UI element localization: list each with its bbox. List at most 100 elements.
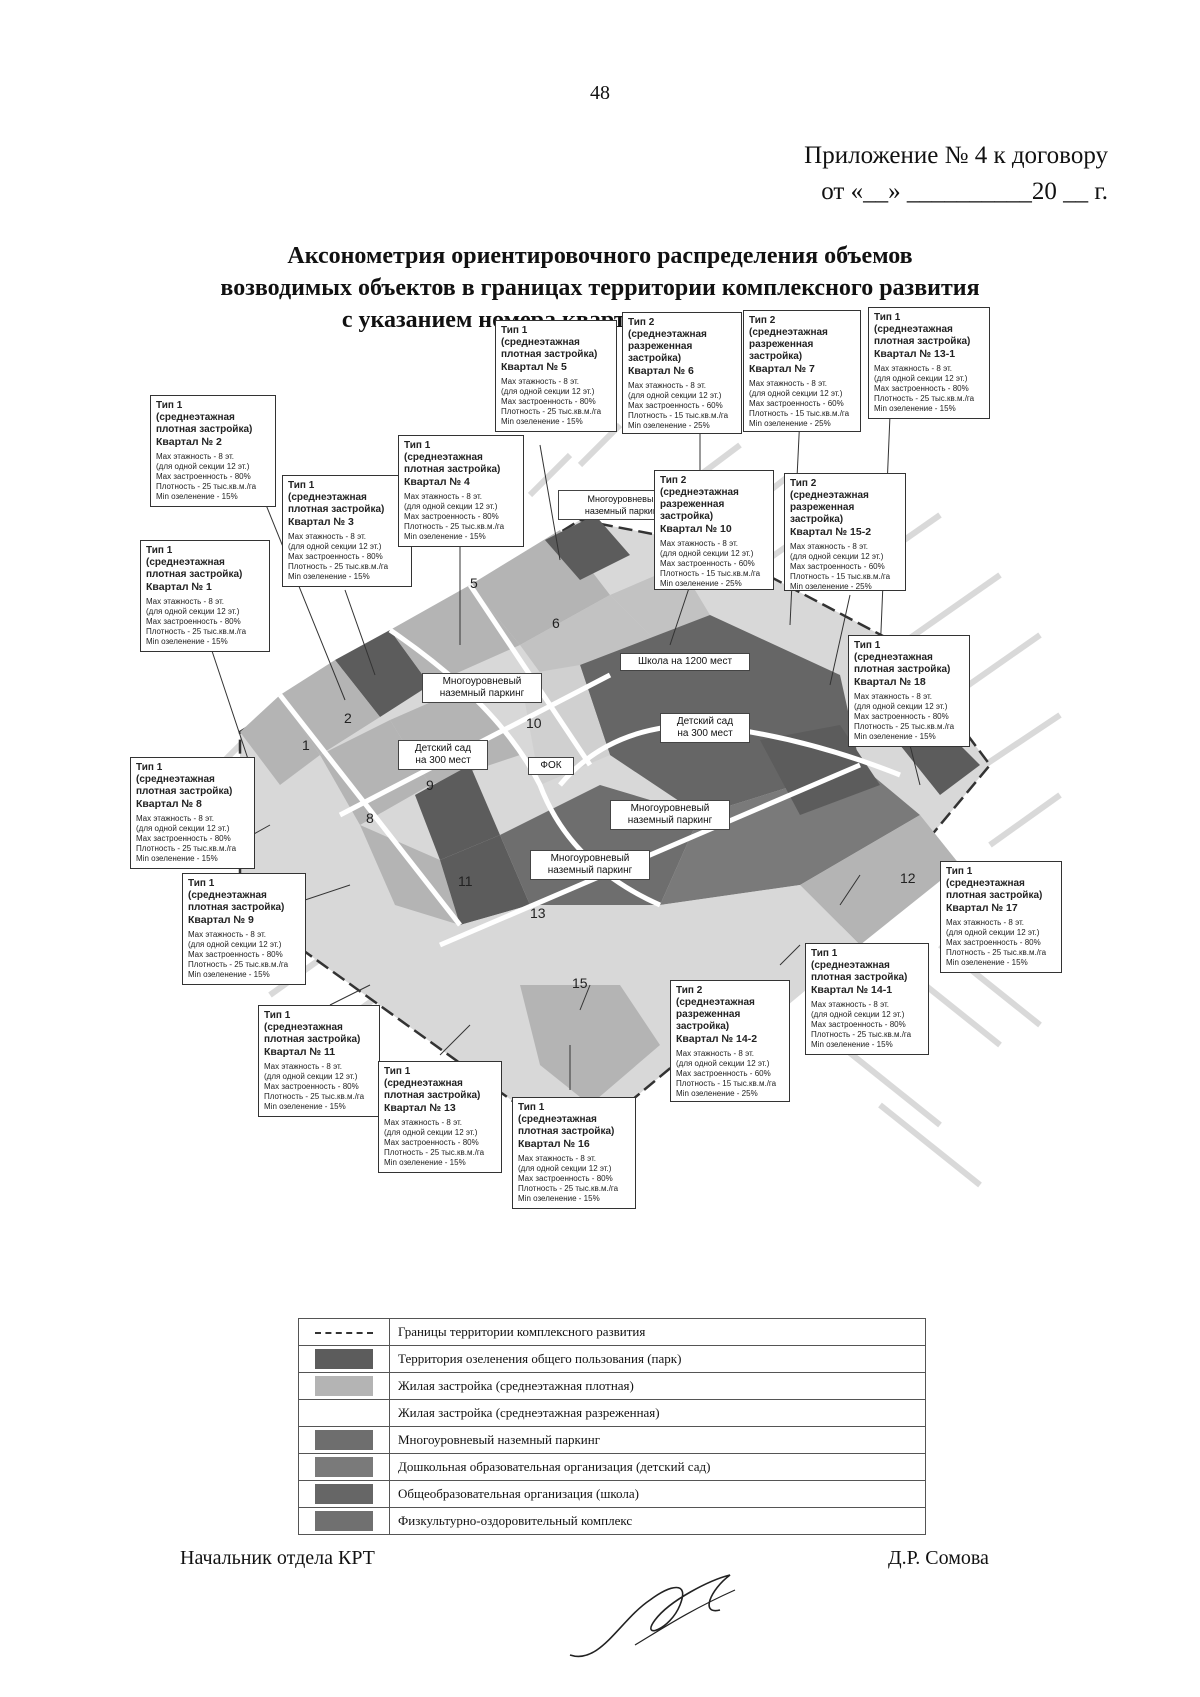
param: Min озеленение - 15% xyxy=(518,1194,600,1203)
callout-params: Max этажность - 8 эт. (для одной секции … xyxy=(676,1049,784,1099)
param: Плотность - 25 тыс.кв.м./га xyxy=(946,948,1047,957)
callout-quarter-2: Тип 1 (среднеэтажная плотная застройка) … xyxy=(150,395,276,507)
callout-type: Тип 1 xyxy=(188,878,215,889)
param: Плотность - 25 тыс.кв.м./га xyxy=(188,960,289,969)
param: Min озеленение - 25% xyxy=(660,579,742,588)
quarter-number: 11 xyxy=(458,873,473,889)
callout-params: Max этажность - 8 эт. (для одной секции … xyxy=(188,930,300,980)
callout-type: Тип 2 xyxy=(660,475,687,486)
callout-quarter-17: Тип 1 (среднеэтажная плотная застройка) … xyxy=(940,861,1062,973)
quarter-block-park-top xyxy=(545,515,630,580)
callout-params: Max этажность - 8 эт. (для одной секции … xyxy=(946,918,1056,968)
callout-params: Max этажность - 8 эт. (для одной секции … xyxy=(790,542,900,592)
callout-desc: (среднеэтажная плотная застройка) xyxy=(404,452,501,475)
param: Max застроенность - 80% xyxy=(136,834,231,843)
param: (для одной секции 12 эт.) xyxy=(811,1010,905,1019)
legend-row: Территория озеленения общего пользования… xyxy=(298,1345,926,1373)
signer-name: Д.Р. Сомова xyxy=(888,1547,989,1569)
callout-params: Max этажность - 8 эт. (для одной секции … xyxy=(811,1000,923,1050)
param: Max застроенность - 80% xyxy=(288,552,383,561)
legend-label: Многоуровневый наземный паркинг xyxy=(389,1426,926,1454)
quarter-block-dense-2 xyxy=(280,660,380,755)
callout-params: Max этажность - 8 эт. (для одной секции … xyxy=(136,814,249,864)
callout-type: Тип 1 xyxy=(404,440,431,451)
quarter-number: 8 xyxy=(366,810,374,826)
callout-desc: (среднеэтажная плотная застройка) xyxy=(854,652,951,675)
param: Плотность - 15 тыс.кв.м./га xyxy=(749,409,850,418)
callout-quarter: Квартал № 1 xyxy=(146,581,212,593)
quarter-number: 2 xyxy=(344,710,352,726)
param: Плотность - 25 тыс.кв.м./га xyxy=(136,844,237,853)
param: Max этажность - 8 эт. xyxy=(136,814,215,823)
legend-row: Границы территории комплексного развития xyxy=(298,1318,926,1346)
page-number: 48 xyxy=(590,82,610,104)
param: Max этажность - 8 эт. xyxy=(384,1118,463,1127)
callout-params: Max этажность - 8 эт. (для одной секции … xyxy=(501,377,611,427)
callout-params: Max этажность - 8 эт. (для одной секции … xyxy=(874,364,984,414)
param: Max застроенность - 80% xyxy=(156,472,251,481)
legend-label: Территория озеленения общего пользования… xyxy=(389,1345,926,1373)
callout-desc: (среднеэтажная разреженная застройка) xyxy=(749,327,828,362)
school-label: Школа на 1200 мест xyxy=(620,653,750,671)
callout-desc: (среднеэтажная плотная застройка) xyxy=(518,1114,615,1137)
callout-desc: (среднеэтажная плотная застройка) xyxy=(384,1078,481,1101)
legend-label: Жилая застройка (среднеэтажная плотная) xyxy=(389,1372,926,1400)
legend-swatch-cell xyxy=(298,1426,390,1454)
road-cross-2 xyxy=(439,762,861,948)
sport-complex-swatch xyxy=(315,1511,373,1531)
callout-quarter-10: Тип 2 (среднеэтажная разреженная застрой… xyxy=(654,470,774,590)
param: Плотность - 25 тыс.кв.м./га xyxy=(811,1030,912,1039)
param: Max застроенность - 60% xyxy=(749,399,844,408)
quarter-number: 12 xyxy=(900,870,916,886)
callout-type: Тип 1 xyxy=(384,1066,411,1077)
appendix-header: Приложение № 4 к договору от «__» ______… xyxy=(804,138,1108,210)
param: Min озеленение - 15% xyxy=(288,572,370,581)
legend-swatch-cell xyxy=(298,1480,390,1508)
param: Max этажность - 8 эт. xyxy=(676,1049,755,1058)
param: Max этажность - 8 эт. xyxy=(518,1154,597,1163)
param: (для одной секции 12 эт.) xyxy=(676,1059,770,1068)
callout-type: Тип 1 xyxy=(136,762,163,773)
param: Min озеленение - 25% xyxy=(749,419,831,428)
callout-quarter: Квартал № 3 xyxy=(288,516,354,528)
appendix-line-1: Приложение № 4 к договору xyxy=(804,142,1108,169)
param: Min озеленение - 15% xyxy=(501,417,583,426)
param: Min озеленение - 15% xyxy=(404,532,486,541)
legend-swatch-cell xyxy=(298,1453,390,1481)
param: Плотность - 25 тыс.кв.м./га xyxy=(501,407,602,416)
kindergarten-label-east: Детский сад на 300 мест xyxy=(660,713,750,743)
param: Max этажность - 8 эт. xyxy=(501,377,580,386)
callout-params: Max этажность - 8 эт. (для одной секции … xyxy=(518,1154,630,1204)
callout-quarter: Квартал № 9 xyxy=(188,914,254,926)
callout-quarter-3: Тип 1 (среднеэтажная плотная застройка) … xyxy=(282,475,412,587)
school-swatch xyxy=(315,1484,373,1504)
callout-desc: (среднеэтажная разреженная застройка) xyxy=(790,490,869,525)
param: Max застроенность - 60% xyxy=(660,559,755,568)
park-swatch xyxy=(315,1349,373,1369)
param: Min озеленение - 15% xyxy=(136,854,218,863)
callout-type: Тип 1 xyxy=(156,400,183,411)
legend-label: Дошкольная образовательная организация (… xyxy=(389,1453,926,1481)
param: Max этажность - 8 эт. xyxy=(874,364,953,373)
callout-params: Max этажность - 8 эт. (для одной секции … xyxy=(404,492,518,542)
callout-desc: (среднеэтажная плотная застройка) xyxy=(136,774,233,797)
callout-params: Max этажность - 8 эт. (для одной секции … xyxy=(384,1118,496,1168)
callout-quarter: Квартал № 11 xyxy=(264,1046,336,1058)
param: (для одной секции 12 эт.) xyxy=(946,928,1040,937)
param: Плотность - 25 тыс.кв.м./га xyxy=(264,1092,365,1101)
param: Плотность - 15 тыс.кв.м./га xyxy=(660,569,761,578)
param: Min озеленение - 15% xyxy=(146,637,228,646)
legend-row: Физкультурно-оздоровительный комплекс xyxy=(298,1507,926,1535)
param: Min озеленение - 15% xyxy=(384,1158,466,1167)
param: Max этажность - 8 эт. xyxy=(264,1062,343,1071)
param: Max этажность - 8 эт. xyxy=(288,532,367,541)
sparse-housing-swatch xyxy=(315,1403,373,1423)
legend-swatch-cell xyxy=(298,1345,390,1373)
param: Max этажность - 8 эт. xyxy=(811,1000,890,1009)
param: Плотность - 15 тыс.кв.м./га xyxy=(790,572,891,581)
title-line-1: Аксонометрия ориентировочного распределе… xyxy=(287,243,913,269)
param: Max застроенность - 60% xyxy=(790,562,885,571)
legend-table: Границы территории комплексного развития… xyxy=(298,1318,926,1535)
callout-desc: (среднеэтажная плотная застройка) xyxy=(811,960,908,983)
param: (для одной секции 12 эт.) xyxy=(404,502,498,511)
